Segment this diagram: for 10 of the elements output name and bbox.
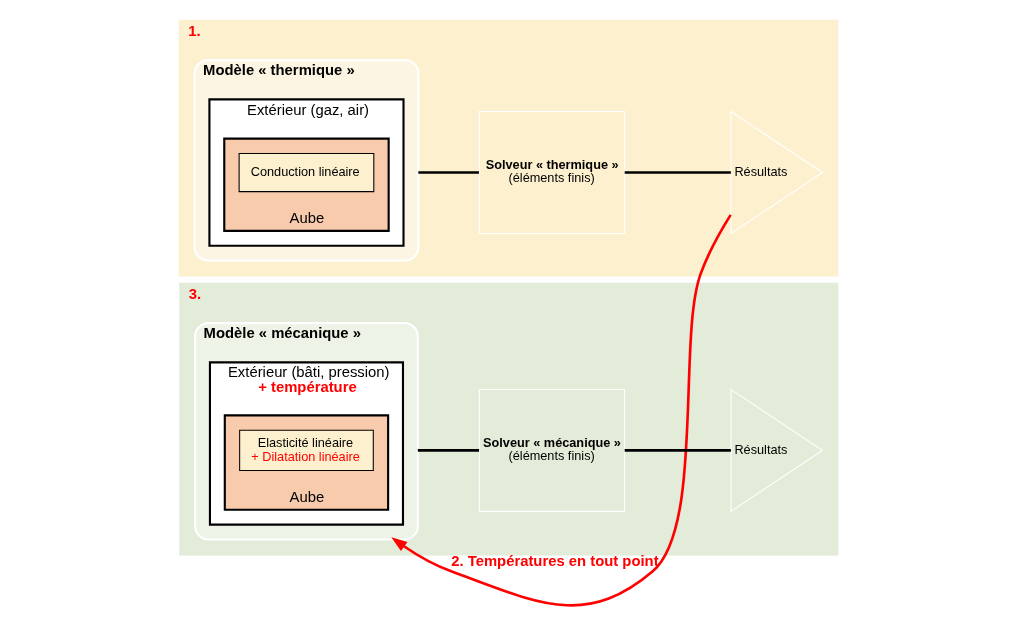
arrow bbox=[390, 214, 732, 607]
node-box: Solveur « mécanique » (éléments finis) bbox=[478, 388, 625, 512]
connector bbox=[417, 171, 479, 174]
edge-label: 2. Températures en tout point bbox=[450, 553, 659, 570]
node-box: Solveur « thermique » (éléments finis) bbox=[478, 111, 625, 235]
connector bbox=[624, 171, 731, 174]
node-box: Conduction linéaire bbox=[238, 152, 374, 193]
node-box: Elasticité linéaire + Dilatation linéaire bbox=[238, 429, 374, 472]
connector bbox=[417, 449, 479, 452]
connector bbox=[624, 449, 731, 452]
